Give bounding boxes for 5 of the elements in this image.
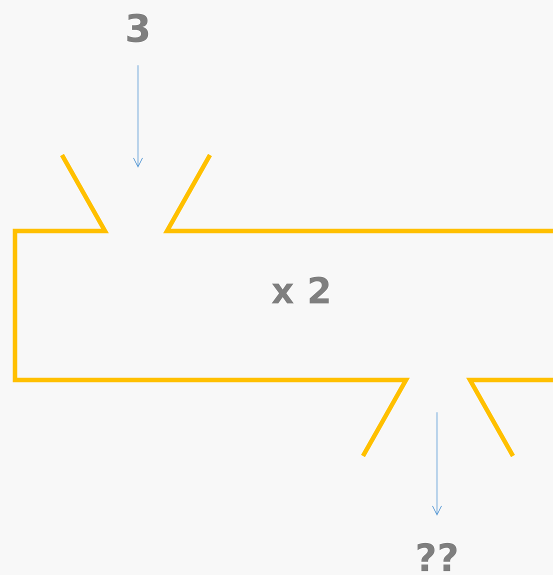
arrow	[432, 412, 442, 516]
number-label: ??	[418, 542, 457, 572]
arrow	[133, 64, 143, 168]
machine-box: x 2	[12, 152, 553, 458]
number-label: 3	[127, 14, 148, 42]
